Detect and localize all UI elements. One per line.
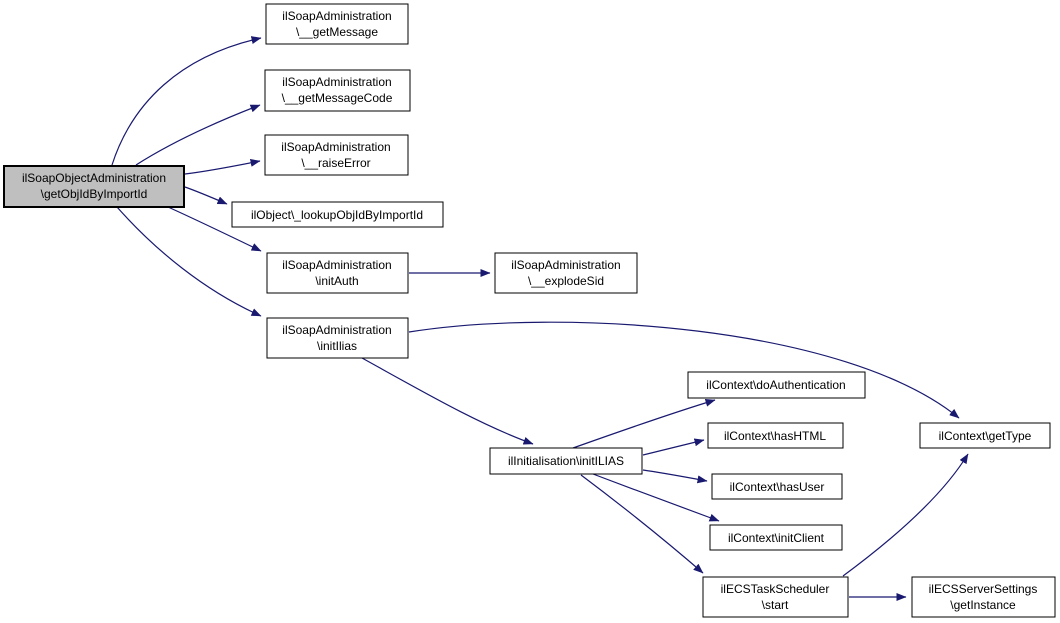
- node-box: [919, 422, 1051, 449]
- node-raiseError[interactable]: ilSoapAdministration \__raiseError: [264, 134, 409, 176]
- node-label: \getObjIdByImportId: [41, 187, 148, 201]
- node-label: \start: [762, 598, 789, 612]
- node-box: [489, 447, 643, 475]
- node-label: \__getMessageCode: [282, 91, 393, 105]
- edge-getObjIdByImportId-to-initIlias: [116, 206, 262, 317]
- node-label: ilSoapAdministration: [281, 140, 390, 154]
- node-lookupObjIdByImportId[interactable]: ilObject\_lookupObjIdByImportId: [231, 201, 444, 228]
- node-getMessage[interactable]: ilSoapAdministration \__getMessage: [265, 3, 409, 45]
- edge-initILIAS-to-hasHTML: [642, 438, 705, 456]
- node-label: ilObject\_lookupObjIdByImportId: [251, 208, 423, 222]
- edge-getObjIdByImportId-to-raiseError: [184, 158, 261, 175]
- edge-getObjIdByImportId-to-getMessage: [111, 36, 262, 166]
- node-label: ilSoapAdministration: [282, 75, 391, 89]
- node-box: [3, 165, 185, 208]
- node-box: [707, 422, 844, 449]
- node-label: \__raiseError: [301, 156, 370, 170]
- node-box: [265, 3, 409, 45]
- edge-initIlias-to-initILIAS: [361, 357, 534, 445]
- node-explodeSid[interactable]: ilSoapAdministration \__explodeSid: [494, 252, 638, 294]
- node-label: ilContext\hasHTML: [724, 429, 826, 443]
- node-label: ilECSTaskScheduler: [721, 582, 830, 596]
- node-initClient[interactable]: ilContext\initClient: [709, 524, 843, 551]
- node-getInstance[interactable]: ilECSServerSettings \getInstance: [911, 576, 1056, 618]
- edge-getObjIdByImportId-to-initAuth: [167, 206, 262, 252]
- edge-initIlias-to-getType: [408, 321, 960, 419]
- node-label: ilContext\initClient: [728, 531, 825, 545]
- node-initILIAS[interactable]: ilInitialisation\initILIAS: [489, 447, 643, 475]
- node-hasUser[interactable]: ilContext\hasUser: [711, 473, 843, 500]
- node-box: [709, 524, 843, 551]
- node-box: [231, 201, 444, 228]
- node-box: [266, 252, 409, 294]
- node-box: [711, 473, 843, 500]
- node-label: ilContext\hasUser: [730, 480, 825, 494]
- node-label: ilSoapAdministration: [282, 9, 391, 23]
- node-label: ilContext\getType: [939, 429, 1032, 443]
- edge-getObjIdByImportId-to-getMessageCode: [135, 104, 261, 166]
- node-doAuthentication[interactable]: ilContext\doAuthentication: [687, 371, 866, 399]
- edge-initILIAS-to-start: [580, 474, 704, 574]
- node-hasHTML[interactable]: ilContext\hasHTML: [707, 422, 844, 449]
- node-label: ilContext\doAuthentication: [706, 378, 845, 392]
- node-initIlias[interactable]: ilSoapAdministration \initIlias: [266, 317, 409, 359]
- edges-layer: [111, 36, 969, 601]
- node-label: ilSoapObjectAdministration: [22, 171, 166, 185]
- node-box: [911, 576, 1056, 618]
- node-box: [266, 317, 409, 359]
- edge-initILIAS-to-initClient: [592, 473, 720, 522]
- node-label: ilSoapAdministration: [511, 258, 620, 272]
- node-label: \initIlias: [317, 339, 357, 353]
- node-label: \initAuth: [315, 274, 358, 288]
- node-getObjIdByImportId: ilSoapObjectAdministration \getObjIdByIm…: [3, 165, 185, 208]
- node-label: \__explodeSid: [528, 274, 604, 288]
- edge-initILIAS-to-hasUser: [642, 469, 708, 484]
- node-box: [264, 69, 411, 112]
- node-box: [264, 134, 409, 176]
- node-getType[interactable]: ilContext\getType: [919, 422, 1051, 449]
- node-label: ilSoapAdministration: [282, 258, 391, 272]
- node-label: \getInstance: [950, 598, 1016, 612]
- node-box: [702, 576, 849, 618]
- node-box: [687, 371, 866, 399]
- node-label: ilSoapAdministration: [282, 323, 391, 337]
- node-box: [494, 252, 638, 294]
- edge-start-to-getType: [842, 453, 969, 577]
- node-initAuth[interactable]: ilSoapAdministration \initAuth: [266, 252, 409, 294]
- node-start[interactable]: ilECSTaskScheduler \start: [702, 576, 849, 618]
- nodes-layer: ilSoapObjectAdministration \getObjIdByIm…: [3, 3, 1056, 618]
- node-label: ilECSServerSettings: [929, 582, 1038, 596]
- node-label: \__getMessage: [296, 25, 378, 39]
- edge-initILIAS-to-doAuthentication: [572, 398, 716, 449]
- node-label: ilInitialisation\initILIAS: [508, 454, 624, 468]
- node-getMessageCode[interactable]: ilSoapAdministration \__getMessageCode: [264, 69, 411, 112]
- edge-getObjIdByImportId-to-lookupObjIdByImportId: [184, 186, 228, 205]
